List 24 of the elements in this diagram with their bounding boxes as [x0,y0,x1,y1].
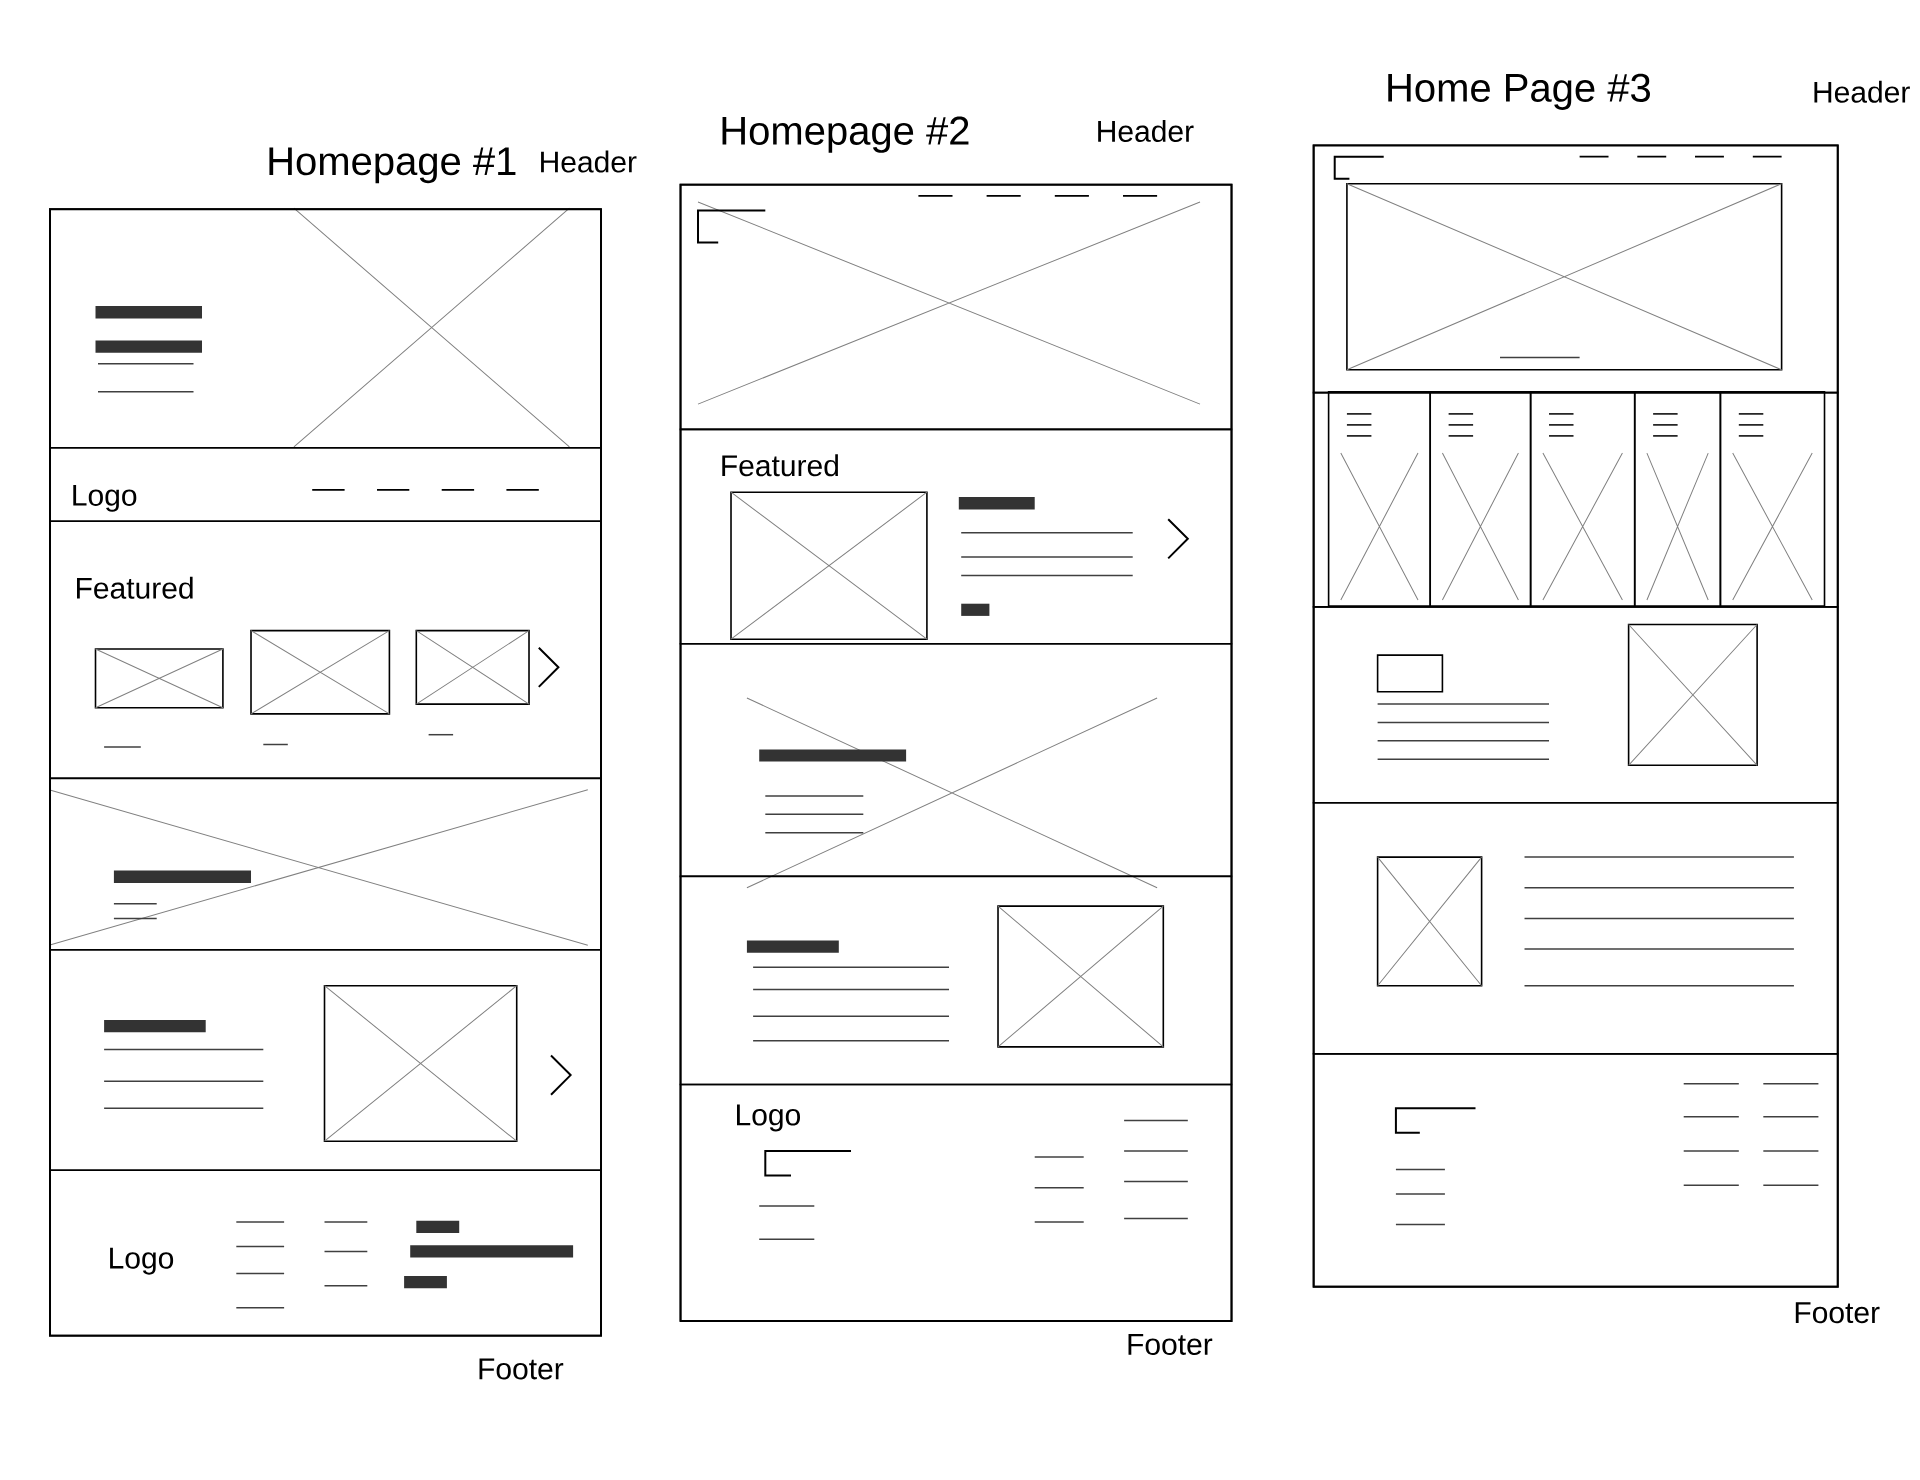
page-section: Featured [49,520,602,780]
page-title: Homepage #1 [269,147,516,184]
page-section [679,875,1233,1086]
page-section: Logo [49,446,602,522]
page-section [49,208,602,449]
page-section: Featured [679,428,1233,645]
side-note: Footer [479,1358,564,1380]
side-note: Footer [1128,1334,1213,1355]
side-note: Footer [1795,1302,1880,1324]
page-section: Logo [49,1169,602,1337]
page-section [679,642,1233,878]
side-note: Header [1814,80,1910,103]
side-note: Header [1098,120,1194,142]
page-section [1312,144,1839,394]
page-title: Homepage #2 [722,116,969,153]
page-section [1312,391,1839,608]
page-section [1312,802,1839,1055]
page-section [49,949,602,1171]
page-section [679,183,1233,431]
page-section [1312,606,1839,804]
page-section [1312,1053,1839,1288]
side-note: Header [541,150,637,173]
page-title: Home Page #3 [1388,73,1650,110]
page-section: Logo [679,1083,1233,1322]
